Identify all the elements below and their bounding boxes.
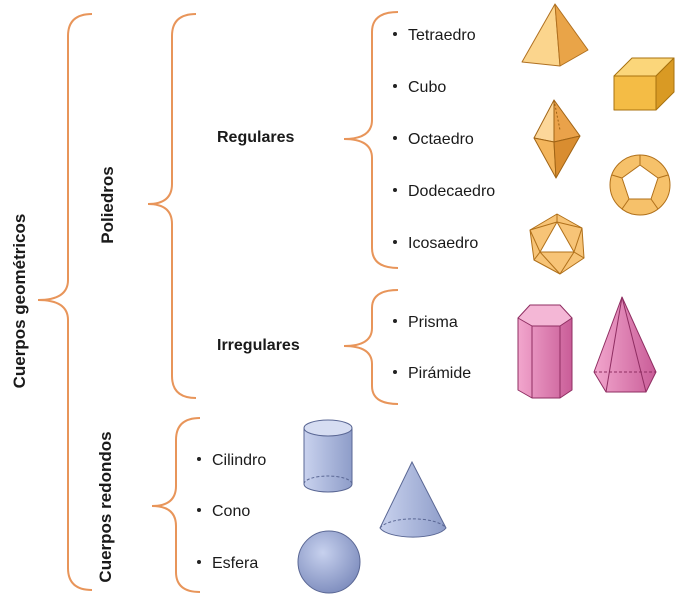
item-label-cubo: Cubo: [408, 79, 447, 96]
item-label-icosaedro: Icosaedro: [408, 235, 479, 252]
list-item: Esfera: [197, 555, 258, 573]
list-item: Octaedro: [393, 131, 474, 149]
list-item: Prisma: [393, 314, 458, 332]
list-item: Cono: [197, 503, 250, 521]
octahedron-icon: [533, 99, 581, 179]
tetrahedron-icon: [521, 3, 589, 67]
redondos-brace: [151, 417, 201, 593]
irregulares-label: Irregulares: [217, 337, 300, 354]
list-item: Cubo: [393, 79, 446, 97]
item-label-dodecaedro: Dodecaedro: [408, 183, 496, 200]
item-label-prisma: Prisma: [408, 314, 458, 331]
poliedros-brace: [147, 13, 197, 399]
dodecahedron-icon: [609, 154, 671, 216]
list-item: Pirámide: [393, 365, 471, 383]
cylinder-icon: [303, 419, 353, 493]
irregulares-brace: [343, 289, 399, 405]
sphere-icon: [297, 530, 361, 594]
list-item: Tetraedro: [393, 27, 476, 45]
list-item: Dodecaedro: [393, 183, 495, 201]
list-item: Icosaedro: [393, 235, 478, 253]
item-label-tetraedro: Tetraedro: [408, 27, 476, 44]
prism-icon: [517, 304, 573, 399]
item-label-cilindro: Cilindro: [212, 452, 267, 469]
item-label-esfera: Esfera: [212, 555, 259, 572]
root-brace: [37, 13, 93, 591]
icosahedron-icon: [529, 213, 585, 275]
item-label-cono: Cono: [212, 503, 251, 520]
item-label-octaedro: Octaedro: [408, 131, 474, 148]
item-label-piramide: Pirámide: [408, 365, 472, 382]
pyramid-icon: [593, 296, 657, 393]
regulares-brace: [343, 11, 399, 269]
cone-icon: [379, 460, 447, 538]
list-item: Cilindro: [197, 452, 266, 470]
regulares-label: Regulares: [217, 129, 295, 146]
cube-icon: [613, 57, 675, 111]
